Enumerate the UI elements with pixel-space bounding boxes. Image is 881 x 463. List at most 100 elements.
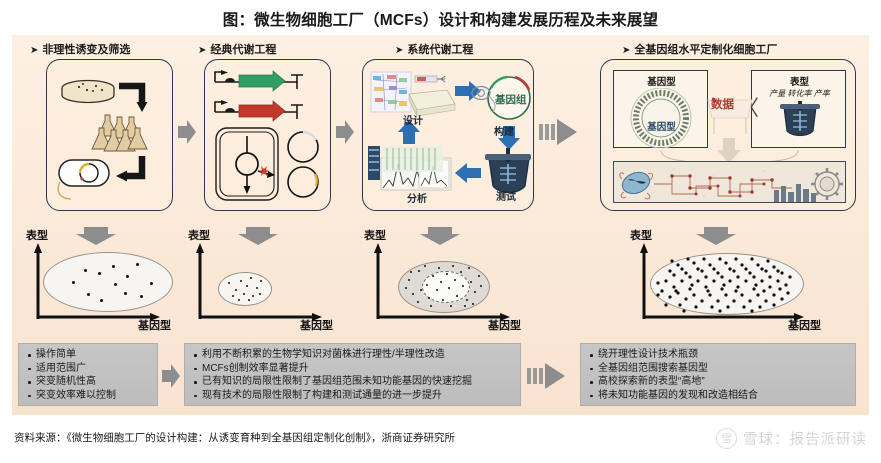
plot1-dot [124,292,127,295]
plot2-dot [246,285,249,288]
plot-small-dense-scatter: 表型 基因型 [188,227,358,337]
bullets-metabolic-engineering: 利用不断积累的生物学知识对菌株进行理性/半理性改造 MCFs创制效率显著提升 已… [184,343,521,406]
panel4-genotype-inner: 基因型 [647,122,676,133]
plot2-dot [256,287,259,290]
section-label-2: 经典代谢工程 [210,44,277,56]
plot3-dot [428,297,431,300]
bullet-item: 突变随机性高 [25,375,151,389]
plot3-dot [448,287,451,290]
bullet-item: 已有知识的局限性限制了基因组范围未知功能基因的快速挖掘 [191,375,514,389]
bullet-item: 高校探索新的表型“高地” [587,375,849,389]
bullets-flow-arrow-1 [162,363,180,394]
plot2-dot [248,299,251,302]
page-title: 图：微生物细胞工厂（MCFs）设计和构建发展历程及未来展望 [222,12,659,29]
panel4-genotype-box: 基因型 基因型 [613,70,708,148]
stage-box-mutagenesis [46,59,173,211]
stage-box-systems-metabolic: 设计 构建 测试 分析 基因组 [362,59,534,211]
plot3-dot [478,275,481,278]
bullet-arrow-icon: ➤ [198,45,207,56]
plot2-cluster [218,272,272,306]
plot2-dot [238,299,241,302]
plot3-dot [464,305,467,308]
plot1-dot [84,269,87,272]
panel3-label-design: 设计 [403,116,423,127]
plot1-dot [98,272,101,275]
stage-box-genome-scale: 基因型 基因型 表型 产量 转化率 产率 [600,59,856,211]
plot4-x-label: 基因型 [788,320,821,332]
plot1-dot [136,263,139,266]
plot3-dot [412,293,415,296]
panel4-phenotype-metrics: 产量 转化率 产率 [769,89,830,98]
plot3-dot [417,301,420,304]
panel4-phenotype-title: 表型 [789,77,809,88]
watermark: 雪 雪球：报告派研读 [716,425,867,451]
plot1-cluster [43,252,173,312]
plot3-dot [440,281,443,284]
plot-sparse-scatter: 表型 基因型 [26,227,196,337]
plot-full-dense-scatter: 表型 基因型 [622,227,852,337]
bullet-item: 利用不断积累的生物学知识对菌株进行理性/半理性改造 [191,348,514,362]
source-note: 资料来源：《微生物细胞工厂的设计构建：从诱变育种到全基因组定制化创制》，浙商证券… [14,432,455,444]
plot1-x-label: 基因型 [138,320,171,332]
plot2-dot [232,295,235,298]
bullet-arrow-icon: ➤ [30,45,39,56]
section-label-4: 全基因组水平定制化细胞工厂 [634,44,778,56]
plot3-dot [470,281,473,284]
plot3-dot [418,270,421,273]
plot2-dot [259,293,262,296]
plot3-dot [424,265,427,268]
plot3-dot [426,284,429,287]
plot1-dot [112,265,115,268]
bullet-arrow-icon: ➤ [622,45,631,56]
plot3-dot [456,295,459,298]
stage-box-classic-metabolic [204,59,331,211]
plot3-dot [480,285,483,288]
plot3-dot [472,303,475,306]
plot-medium-dense-scatter: 表型 基因型 [360,227,550,337]
plot1-dot [72,281,75,284]
panel3-label-test: 测试 [496,192,516,203]
plot2-dot [243,293,246,296]
plot3-dot [452,265,455,268]
plot2-dot [252,295,255,298]
plot3-dot [474,291,477,294]
section-header-3: ➤系统代谢工程 [395,41,473,57]
bullet-item: 突变效率难以控制 [25,389,151,403]
plot3-dot [410,271,413,274]
plot3-dot [405,287,408,290]
plot1-dot [114,283,117,286]
section-label-1: 非理性诱变及筛选 [42,44,131,56]
xueqiu-logo-icon: 雪 [716,427,737,449]
panel4-genotype-title: 基因型 [647,77,676,88]
plot3-dot [454,279,457,282]
plot3-dot [432,275,435,278]
plot2-dot [235,289,238,292]
plot3-dot [468,267,471,270]
plot3-dot [436,289,439,292]
plot3-dot [462,285,465,288]
section-label-3: 系统代谢工程 [407,44,474,56]
plot3-dot [446,273,449,276]
plot3-dot [460,271,463,274]
plot2-x-label: 基因型 [300,320,333,332]
plot1-dot [126,275,129,278]
plot2-dot [250,277,253,280]
plot3-dot [466,299,469,302]
plot1-y-label: 表型 [26,230,48,242]
plot2-dot [228,282,231,285]
flow-arrow-1 [178,119,196,150]
watermark-text: 雪球：报告派研读 [743,431,867,448]
panel3-label-analyze: 分析 [407,194,427,205]
flow-arrow-2 [336,119,354,150]
flow-arrow-3 [539,115,579,154]
bullet-item: MCFs创制效率显著提升 [191,362,514,376]
plot1-dot [100,299,103,302]
section-header-4: ➤全基因组水平定制化细胞工厂 [622,41,777,57]
bullet-item: 将未知功能基因的发现和改造相结合 [587,389,849,403]
plot4-y-label: 表型 [630,230,652,242]
panel4-pipeline-strip [613,161,846,203]
panel3-label-genome: 基因组 [495,94,527,106]
bullet-item: 绕开理性设计技术瓶颈 [587,348,849,362]
bullets-flow-arrow-2 [527,359,567,398]
plot3-dot [408,279,411,282]
